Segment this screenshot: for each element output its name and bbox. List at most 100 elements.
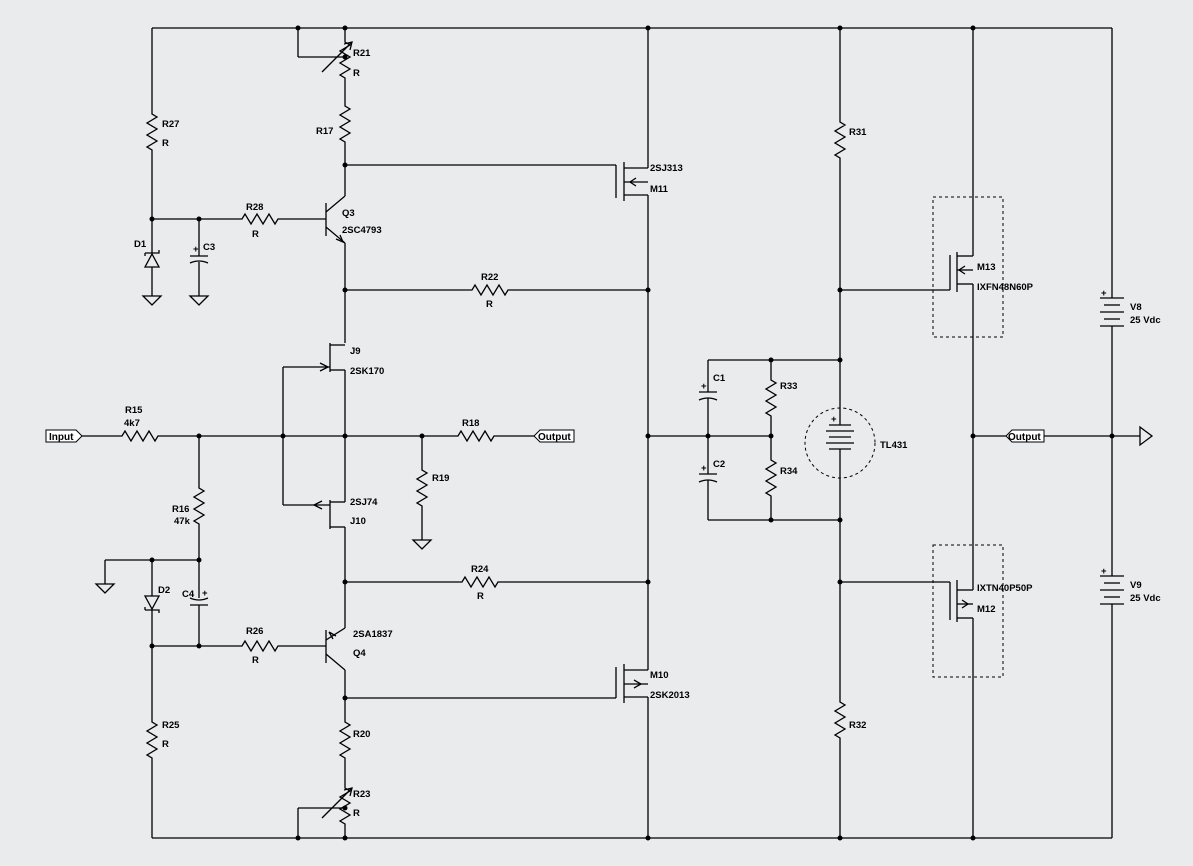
potentiometer-r21: R21 R (321, 39, 371, 81)
r16-ref: R16 (172, 504, 189, 515)
r24-wiring (342, 579, 648, 585)
input-port-label: Input (49, 432, 74, 443)
output-stage-rail (970, 25, 1140, 841)
r28-ref: R28 (246, 202, 263, 213)
tl431-rail (837, 25, 950, 841)
resistor-r25: R25 R (146, 719, 180, 761)
r33-ref: R33 (780, 381, 797, 392)
r16-value: 47k (174, 516, 191, 527)
zener-d2: D2 (143, 585, 170, 613)
r32-ref: R32 (849, 720, 866, 731)
left-vertical-chain (295, 25, 648, 343)
v8-value: 25 Vdc (1130, 315, 1161, 326)
m13-ref: M13 (977, 262, 995, 273)
q3-value: 2SC4793 (342, 225, 382, 236)
resistor-r33: R33 (765, 377, 797, 419)
resistor-r18: R18 (455, 418, 497, 442)
battery-v9: + V9 25 Vdc (1100, 566, 1161, 616)
jfet-j10: 2SJ74 J10 (312, 436, 378, 628)
r22-ref: R22 (481, 272, 498, 283)
tl431-plus: + (831, 414, 837, 425)
c3-ref: C3 (203, 242, 215, 253)
m11-value: 2SJ313 (650, 163, 683, 174)
v8-ref: V8 (1130, 302, 1142, 313)
r27-value: R (162, 138, 169, 149)
output-port-1-label: Output (538, 432, 571, 443)
c3-plus: + (193, 244, 199, 255)
top-left-branch (149, 28, 326, 296)
ground-right (1139, 425, 1154, 447)
r27-ref: R27 (162, 119, 179, 130)
m11-ref: M11 (650, 184, 669, 195)
c4-plus: + (202, 588, 208, 599)
r25-value: R (162, 739, 169, 750)
zener-d1: D1 (134, 239, 161, 268)
output-port-2-label: Output (1008, 432, 1041, 443)
c1-ref: C1 (713, 373, 726, 384)
r26-value: R (252, 655, 259, 666)
q4-ref: Q4 (353, 648, 366, 659)
capacitor-c2: + C2 (698, 459, 725, 483)
potentiometer-r23: R23 R (321, 785, 370, 827)
j10-value: 2SJ74 (350, 497, 378, 508)
driver-bus (645, 25, 708, 841)
capacitor-c1: + C1 (698, 373, 726, 401)
capacitor-c3: + C3 (189, 242, 215, 264)
resistor-r27: R27 R (146, 111, 179, 153)
input-port: Input (45, 429, 83, 443)
resistor-r32: R32 (834, 699, 866, 741)
c4-ref: C4 (182, 589, 195, 600)
r24-ref: R24 (471, 564, 489, 575)
tl431-reference: + TL431 (804, 407, 908, 479)
resistor-r31: R31 (834, 119, 867, 161)
r26-ref: R26 (246, 626, 263, 637)
input-network (82, 367, 534, 598)
resistor-r22: R22 R (469, 272, 511, 310)
mosfet-m11: 2SJ313 M11 (615, 162, 683, 201)
mosfet-m12: IXTN40P50P M12 (932, 544, 1033, 678)
bias-network (705, 357, 843, 523)
j9-ref: J9 (350, 346, 361, 357)
resistor-r28: R28 R (239, 202, 281, 240)
bottom-left-branch (94, 557, 326, 838)
r31-ref: R31 (849, 127, 867, 138)
d2-ref: D2 (158, 585, 170, 596)
c2-ref: C2 (713, 459, 725, 470)
resistor-r16: R16 47k (172, 485, 205, 527)
left-vertical-chain-lower (295, 670, 616, 841)
r25-ref: R25 (162, 720, 180, 731)
r28-value: R (252, 229, 259, 240)
resistor-r34: R34 (765, 457, 798, 499)
r15-ref: R15 (125, 405, 143, 416)
transistor-q4: 2SA1837 Q4 (325, 627, 393, 671)
resistor-r20: R20 (339, 719, 370, 761)
power-rails (152, 27, 1113, 839)
r22-value: R (486, 299, 493, 310)
r34-ref: R34 (780, 466, 798, 477)
v9-value: 25 Vdc (1130, 593, 1161, 604)
j9-value: 2SK170 (350, 366, 384, 377)
m10-value: 2SK2013 (650, 690, 690, 701)
output-port-2: Output (1005, 429, 1045, 443)
r23-value: R (353, 808, 360, 819)
resistor-r15: R15 4k7 (119, 405, 161, 442)
output-port-1: Output (533, 429, 575, 443)
r23-ref: R23 (353, 789, 370, 800)
c2-plus: + (701, 463, 707, 474)
tl431-ref: TL431 (880, 440, 908, 451)
m12-value: IXTN40P50P (977, 583, 1033, 594)
r21-value: R (353, 68, 360, 79)
r21-ref: R21 (353, 48, 371, 59)
r18-ref: R18 (462, 418, 479, 429)
v8-plus: + (1101, 288, 1107, 299)
battery-v8: + V8 25 Vdc (1100, 288, 1161, 340)
d1-ref: D1 (134, 239, 147, 250)
mosfet-m13: M13 IXFN48N60P (932, 196, 1034, 338)
q3-ref: Q3 (342, 208, 355, 219)
m12-ref: M12 (977, 604, 995, 615)
r15-value: 4k7 (124, 418, 140, 429)
j10-ref: J10 (350, 516, 366, 527)
resistor-r17: R17 (316, 103, 351, 145)
transistor-q3: Q3 2SC4793 (325, 195, 382, 244)
jfet-j9: J9 2SK170 (283, 343, 384, 436)
